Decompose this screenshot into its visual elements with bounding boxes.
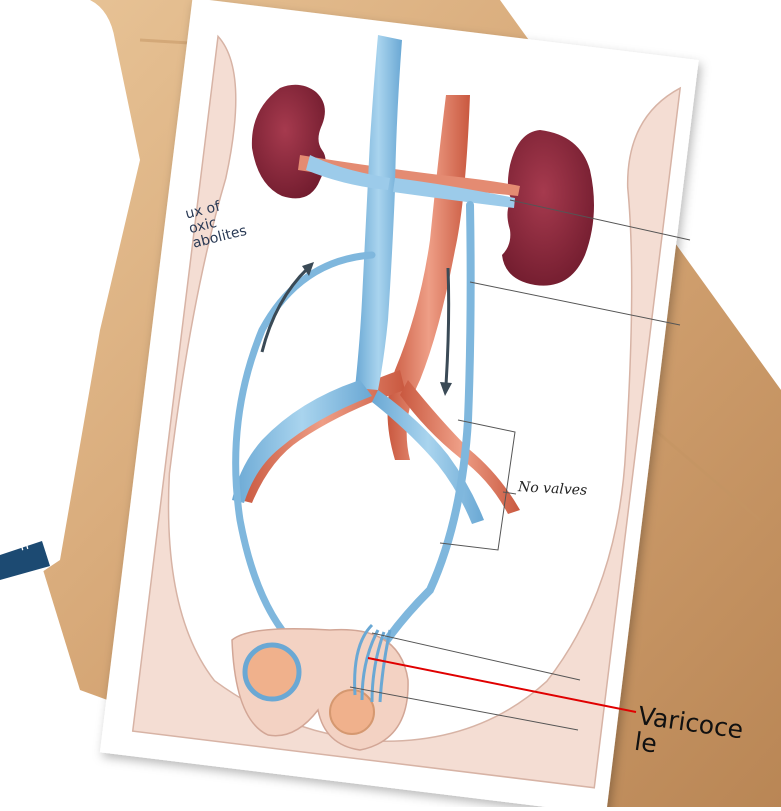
- left-testis: [245, 645, 299, 699]
- right-testis: [330, 690, 374, 734]
- right-kidney: [502, 130, 594, 286]
